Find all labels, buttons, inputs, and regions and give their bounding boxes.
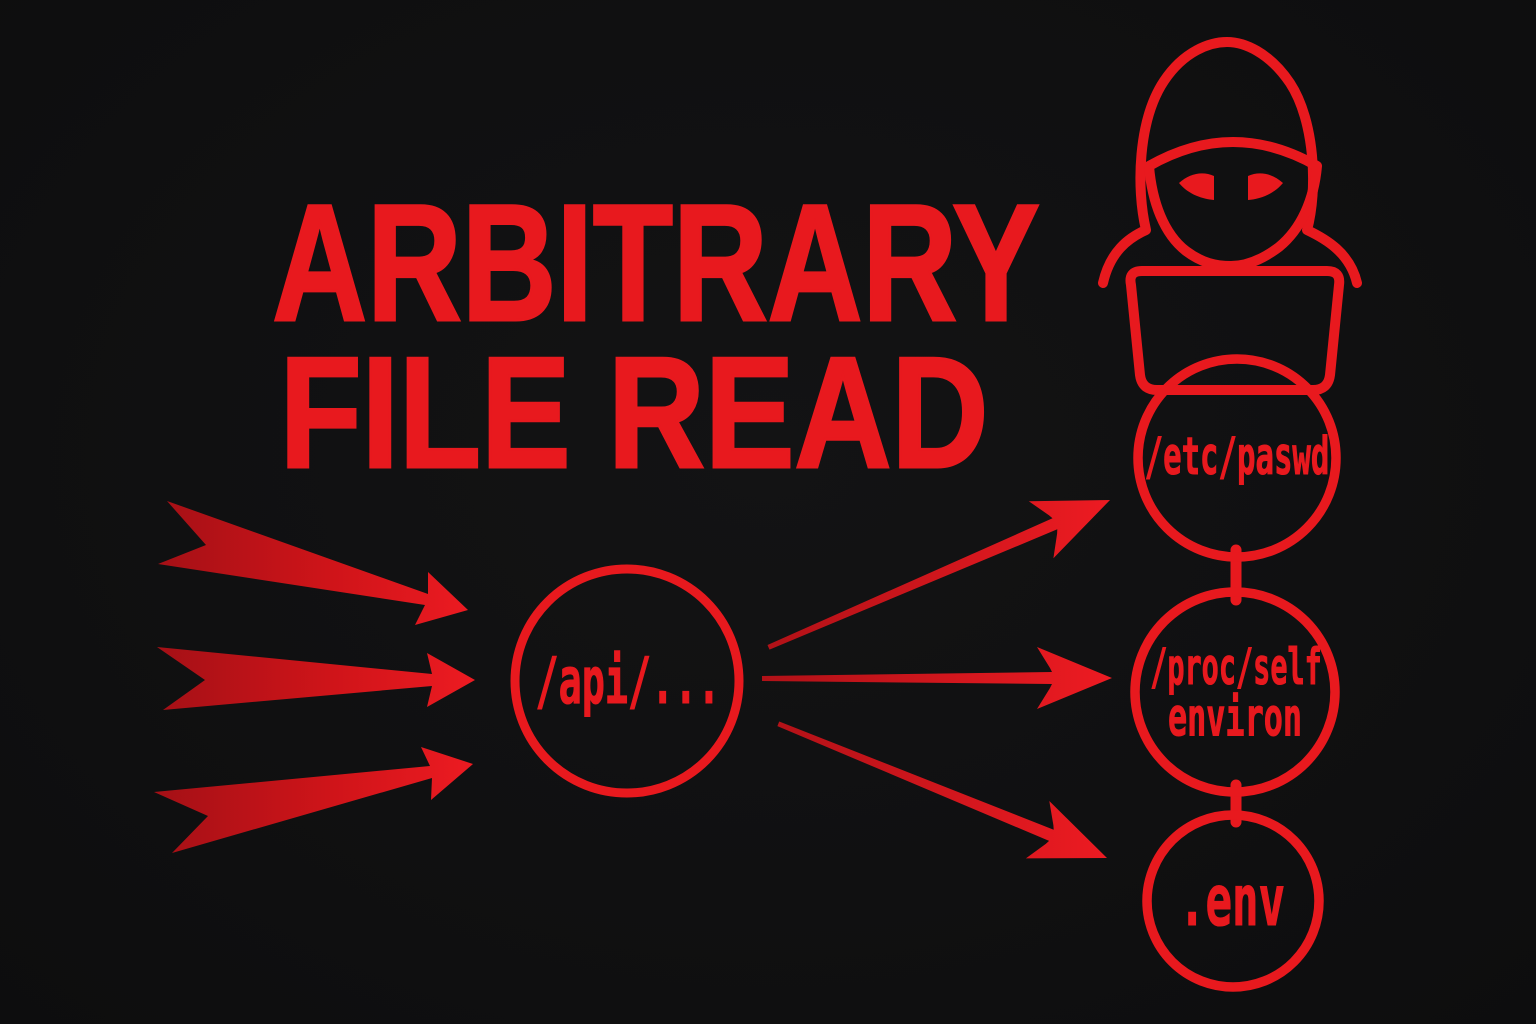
etc-passwd-node-label: /etc/paswd: [1144, 427, 1330, 487]
dotenv-node-label: .env: [1178, 860, 1286, 942]
api-node-circle: [510, 564, 744, 798]
dotenv-node-circle: [1142, 810, 1324, 992]
read-arrow-to-dotenv: [777, 721, 1107, 859]
api-node-label: /api/...: [535, 645, 721, 719]
hacker-laptop-icon: [1125, 266, 1345, 395]
hacker-face-opening: [1144, 137, 1322, 271]
proc-self-node-label-line2: environ: [1167, 687, 1303, 749]
proc-self-node-circle: [1130, 587, 1340, 797]
page-title-line-1: ARBITRARY: [271, 171, 1041, 356]
attack-arrow-top: [158, 501, 468, 625]
proc-self-node-label-line1: /proc/self: [1150, 638, 1322, 696]
page-title-line-2: FILE READ: [278, 325, 989, 501]
attack-arrow-bottom: [154, 747, 473, 853]
read-arrow-to-etc-passwd: [767, 500, 1110, 650]
hooded-hacker-at-laptop-icon: [1098, 37, 1362, 395]
hacker-left-eye-icon: [1179, 173, 1214, 200]
etc-passwd-node-circle: [1133, 354, 1341, 562]
read-arrow-to-proc-self: [762, 647, 1112, 709]
attack-arrow-middle: [157, 647, 475, 710]
hacker-hood-outline: [1098, 37, 1362, 288]
hacker-right-eye-icon: [1248, 173, 1283, 200]
